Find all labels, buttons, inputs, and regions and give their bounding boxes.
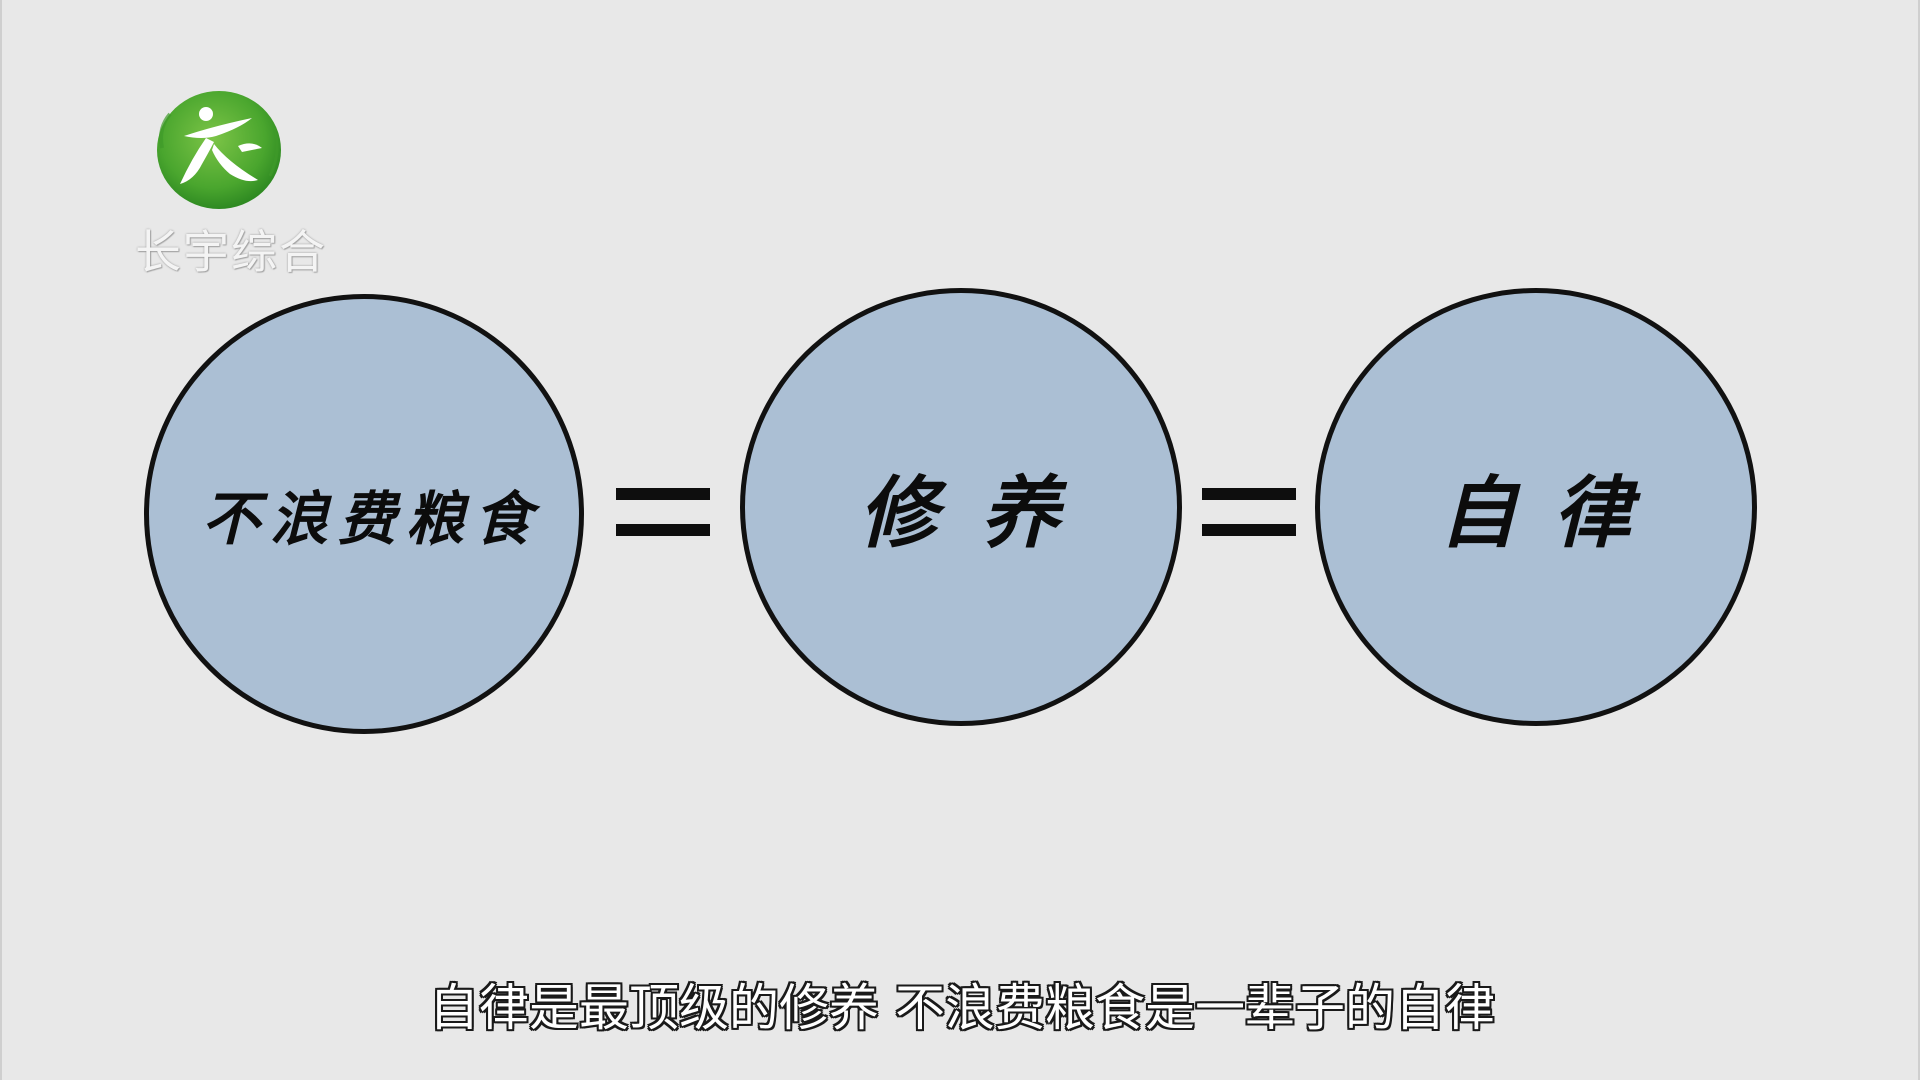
channel-logo: 长宇综合 bbox=[126, 84, 336, 284]
runner-logo-icon bbox=[157, 91, 281, 209]
equals-sign bbox=[616, 488, 710, 538]
circle-label: 自律 bbox=[1438, 468, 1667, 559]
circle-no-food-waste: 不浪费粮食 bbox=[144, 294, 584, 734]
equals-bar bbox=[616, 488, 710, 500]
video-subtitle: 自律是最顶级的修养 不浪费粮食是一辈子的自律 bbox=[429, 979, 1495, 1037]
circle-label: 不浪费粮食 bbox=[201, 485, 542, 553]
equals-bar bbox=[1202, 488, 1296, 500]
equals-bar bbox=[1202, 524, 1296, 536]
circle-self-discipline: 自律 bbox=[1315, 288, 1757, 726]
circle-cultivation: 修养 bbox=[740, 288, 1182, 726]
logo-text: 长宇综合 bbox=[135, 225, 327, 279]
equals-bar bbox=[616, 524, 710, 536]
circle-label: 修养 bbox=[858, 468, 1103, 559]
equals-sign bbox=[1202, 488, 1296, 538]
